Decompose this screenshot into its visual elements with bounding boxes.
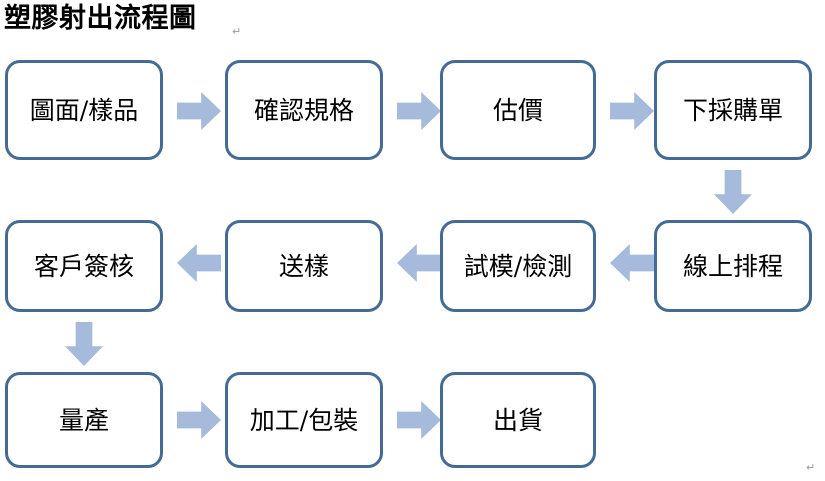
page-title: 塑膠射出流程圖 [4, 3, 197, 34]
process-node-mass-production[interactable]: 量產 [5, 372, 163, 468]
paragraph-mark-icon: ↵ [232, 25, 242, 38]
process-node-processing-packaging[interactable]: 加工/包裝 [225, 372, 383, 468]
arrow-right-icon-r1c1 [177, 92, 221, 130]
arrow-left-icon-r2c2 [397, 244, 441, 282]
process-node-sample-delivery[interactable]: 送樣 [225, 220, 383, 312]
arrow-right-icon-r1c3 [610, 92, 654, 130]
process-node-production-scheduling[interactable]: 線上排程 [654, 220, 812, 312]
process-node-purchase-order[interactable]: 下採購單 [654, 60, 812, 160]
document-end-mark-icon: ↵ [806, 461, 816, 474]
process-node-drawing-sample[interactable]: 圖面/樣品 [5, 60, 163, 160]
process-node-mold-trial-inspection[interactable]: 試模/檢測 [440, 220, 596, 312]
process-node-customer-approval[interactable]: 客戶簽核 [5, 220, 163, 312]
arrow-down-icon-left [65, 322, 103, 366]
process-node-confirm-spec[interactable]: 確認規格 [225, 60, 383, 160]
arrow-right-icon-r3c1 [177, 401, 221, 439]
arrow-left-icon-r2c1 [177, 244, 221, 282]
arrow-left-icon-r2c3 [610, 244, 654, 282]
process-node-shipping[interactable]: 出貨 [440, 372, 596, 468]
arrow-right-icon-r3c2 [397, 401, 441, 439]
arrow-right-icon-r1c2 [397, 92, 441, 130]
arrow-down-icon-right [714, 170, 752, 214]
process-node-quotation[interactable]: 估價 [440, 60, 596, 160]
